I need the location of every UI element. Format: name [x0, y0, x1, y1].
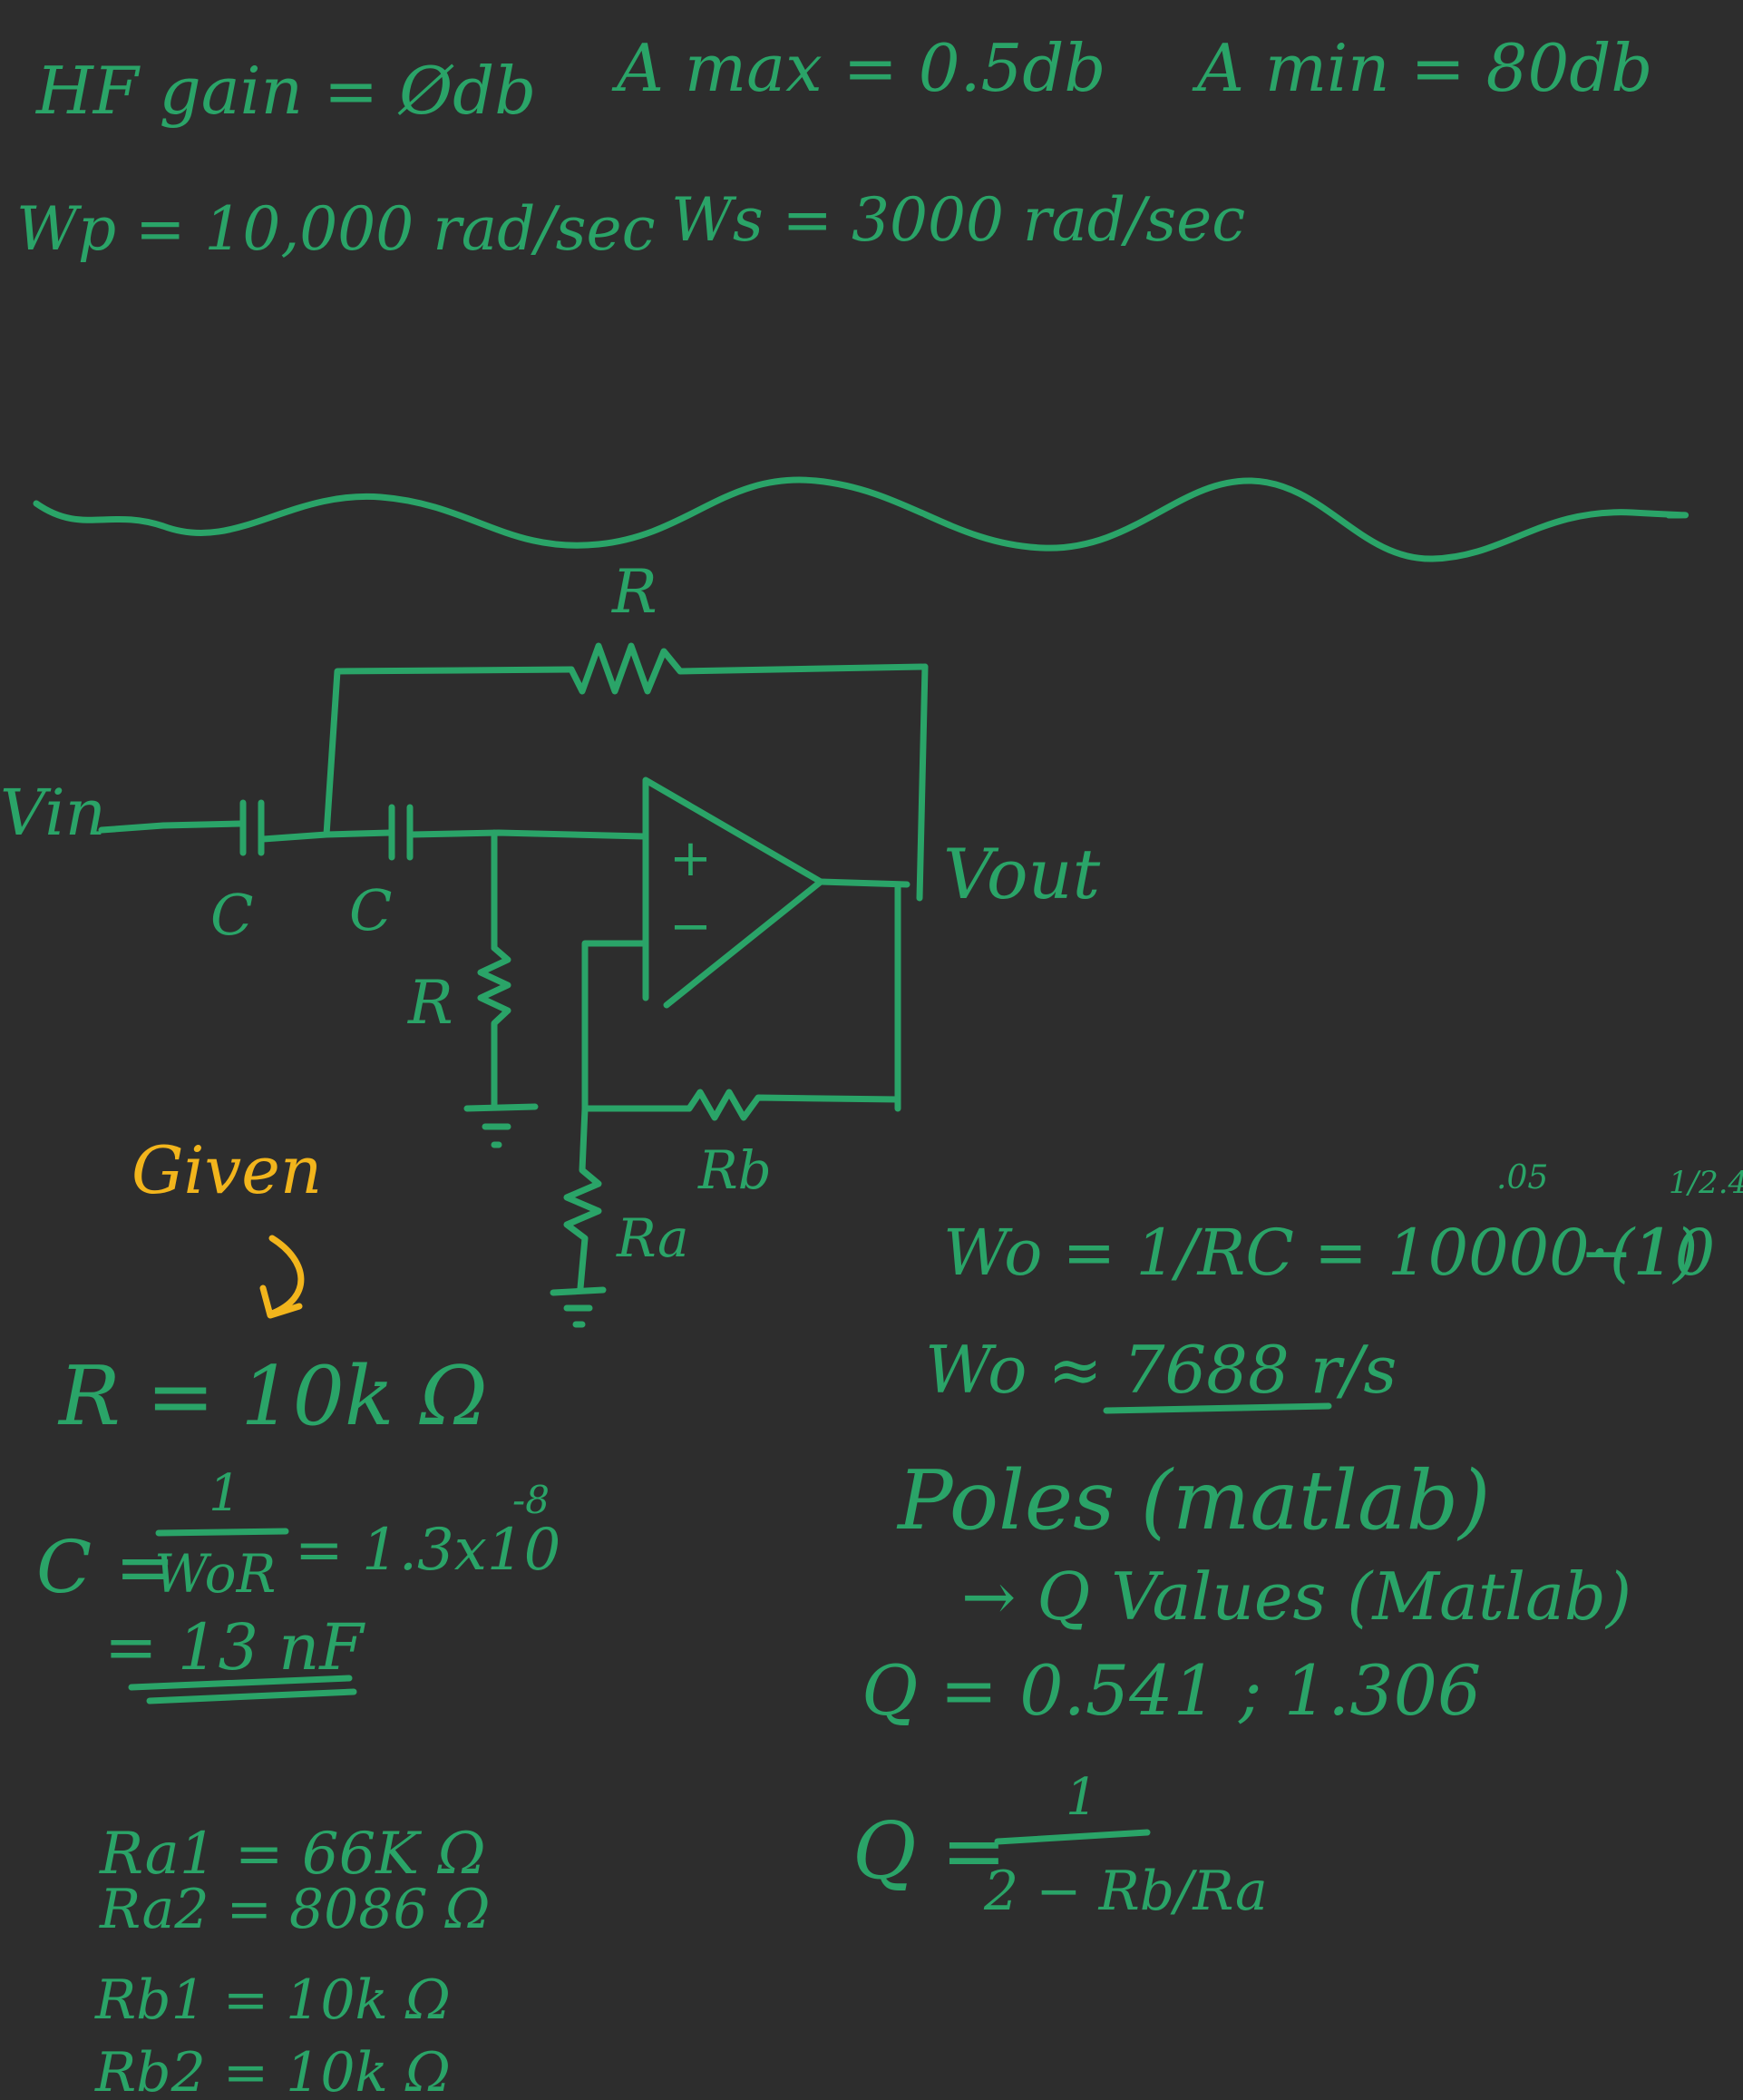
- wo-equation-power: 1/2.4: [1669, 1165, 1743, 1201]
- given-c-nanofarad: = 13 nF: [104, 1610, 365, 1685]
- ra2-value: Ra2 = 8086 Ω: [99, 1878, 490, 1941]
- fraction-bar-q: [994, 1829, 1151, 1845]
- a-min-spec: A min = 80db: [1192, 30, 1652, 106]
- poles-matlab: Poles (matlab): [896, 1453, 1490, 1548]
- q-formula-numerator: 1: [1066, 1768, 1098, 1827]
- given-r-value: R = 10k Ω: [57, 1349, 488, 1444]
- given-label: Given: [131, 1132, 322, 1208]
- ra-label: Ra: [616, 1207, 689, 1269]
- capacitor-c2: [388, 804, 414, 861]
- wo-result: Wo ≈ 7688 r/s: [925, 1332, 1397, 1408]
- c2-label: C: [349, 877, 392, 943]
- q-results: Q = 0.541 ; 1.306: [862, 1650, 1481, 1731]
- feedback-wire-right: [916, 663, 929, 902]
- inverting-input-wire: [581, 940, 648, 1112]
- wo-equation-minus-one: −1): [1580, 1216, 1699, 1290]
- ground-symbol-2: [550, 1286, 607, 1328]
- resistor-r-top: [568, 642, 929, 695]
- vin-label: Vin: [0, 776, 106, 850]
- q-formula-prefix: Q =: [852, 1806, 1007, 1897]
- opamp-output-wire: [817, 878, 910, 888]
- q-values-matlab: → Q Values (Matlab): [961, 1558, 1631, 1635]
- wavy-divider: [33, 476, 1689, 562]
- a-max-spec: A max = 0.5db: [611, 30, 1105, 106]
- ground-symbol-1: [463, 1103, 539, 1148]
- rb2-value: Rb2 = 10k Ω: [94, 2041, 451, 2100]
- rb-label: Rb: [697, 1139, 772, 1201]
- resistor-rb: [581, 1089, 901, 1121]
- wo-equation: Wo = 1/RC = 10000·(10: [943, 1216, 1715, 1290]
- opamp-minus-sign: −: [669, 897, 712, 956]
- underline-c-2: [146, 1688, 357, 1704]
- ra1-value: Ra1 = 66K Ω: [99, 1821, 486, 1888]
- feedback-wire-top: [323, 666, 575, 838]
- vout-label: Vout: [943, 834, 1101, 914]
- given-c-exponent: -8: [512, 1478, 550, 1522]
- ws-spec: Ws = 3000 rad/sec: [671, 185, 1245, 255]
- given-c-value: = 1.3x10: [295, 1517, 560, 1584]
- resistor-ra: [563, 1105, 602, 1292]
- given-c-numerator: 1: [209, 1464, 241, 1523]
- opamp-triangle: [642, 777, 824, 1009]
- rb1-value: Rb1 = 10k Ω: [94, 1968, 451, 2032]
- given-c-prefix: C =: [36, 1525, 176, 1609]
- given-arrow-icon: [259, 1235, 305, 1319]
- wo-equation-exponent: .05: [1496, 1159, 1548, 1197]
- wo-result-underline: [1103, 1402, 1332, 1414]
- underline-c-1: [128, 1675, 353, 1691]
- circuit-schematic: + − Vin Vout C C R R Rb Ra: [0, 557, 1101, 1328]
- given-c-denominator: WoR: [154, 1543, 276, 1605]
- fraction-bar-c: [155, 1528, 289, 1537]
- wire-c2-opamp: [408, 829, 648, 840]
- input-wire: [98, 820, 244, 834]
- capacitor-c1: [239, 799, 265, 856]
- hf-gain-spec: HF gain = Ødb: [34, 53, 536, 129]
- q-formula-denominator: 2 − Rb/Ra: [983, 1860, 1268, 1923]
- opamp-plus-sign: +: [669, 829, 712, 888]
- resistor-r-shunt: [477, 944, 511, 1110]
- wp-spec: Wp = 10,000 rad/sec: [16, 194, 656, 264]
- c1-label: C: [210, 882, 253, 948]
- r-top-label: R: [611, 557, 657, 627]
- r-shunt-label: R: [407, 968, 453, 1038]
